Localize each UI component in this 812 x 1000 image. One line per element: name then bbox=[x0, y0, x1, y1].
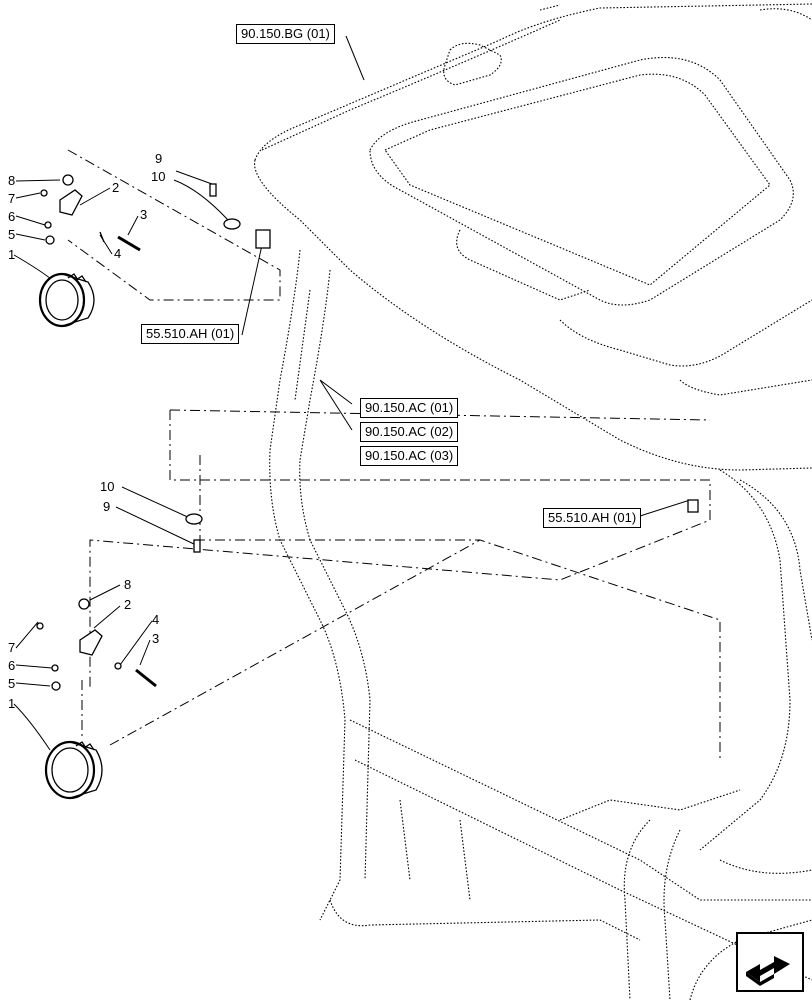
callout-3-upper: 3 bbox=[140, 207, 148, 222]
callout-1-upper: 1 bbox=[8, 247, 16, 262]
callout-8-upper: 8 bbox=[8, 173, 16, 188]
ref-90-150-ac-01[interactable]: 90.150.AC (01) bbox=[360, 398, 459, 418]
ref-90-150-bg-01[interactable]: 90.150.BG (01) bbox=[236, 24, 335, 44]
lower-beam bbox=[349, 719, 812, 901]
ref-90-150-ac-03[interactable]: 90.150.AC (03) bbox=[360, 446, 459, 466]
callout-6-lower: 6 bbox=[8, 658, 16, 673]
callout-2-lower: 2 bbox=[124, 597, 132, 612]
ref-55-510-ah-01-right[interactable]: 55.510.AH (01) bbox=[543, 508, 642, 528]
next-page-button[interactable] bbox=[736, 932, 804, 992]
roof-outline bbox=[254, 3, 812, 161]
a-pillar bbox=[269, 249, 346, 921]
callout-1-lower: 1 bbox=[8, 696, 16, 711]
next-page-arrow-icon bbox=[746, 956, 790, 986]
callout-5-lower: 5 bbox=[8, 676, 16, 691]
lower-work-lamp bbox=[36, 499, 699, 800]
callout-4-lower: 4 bbox=[152, 612, 160, 627]
callout-8-lower: 8 bbox=[124, 577, 132, 592]
callout-10-lower: 10 bbox=[100, 479, 115, 494]
callout-4-upper: 4 bbox=[114, 246, 122, 261]
callout-3-lower: 3 bbox=[152, 631, 160, 646]
callout-2-upper: 2 bbox=[112, 180, 120, 195]
b-pillar bbox=[699, 469, 791, 851]
callout-9-lower: 9 bbox=[103, 499, 111, 514]
callout-6-upper: 6 bbox=[8, 209, 16, 224]
callout-5-upper: 5 bbox=[8, 227, 16, 242]
callout-7-lower: 7 bbox=[8, 640, 16, 655]
callout-7-upper: 7 bbox=[8, 191, 16, 206]
callout-10-upper: 10 bbox=[151, 169, 166, 184]
ref-55-510-ah-01-top[interactable]: 55.510.AH (01) bbox=[141, 324, 240, 344]
callout-9-upper: 9 bbox=[155, 151, 163, 166]
ref-90-150-ac-02[interactable]: 90.150.AC (02) bbox=[360, 422, 459, 442]
upper-work-lamp bbox=[38, 174, 271, 328]
roof-hatch bbox=[369, 57, 794, 306]
